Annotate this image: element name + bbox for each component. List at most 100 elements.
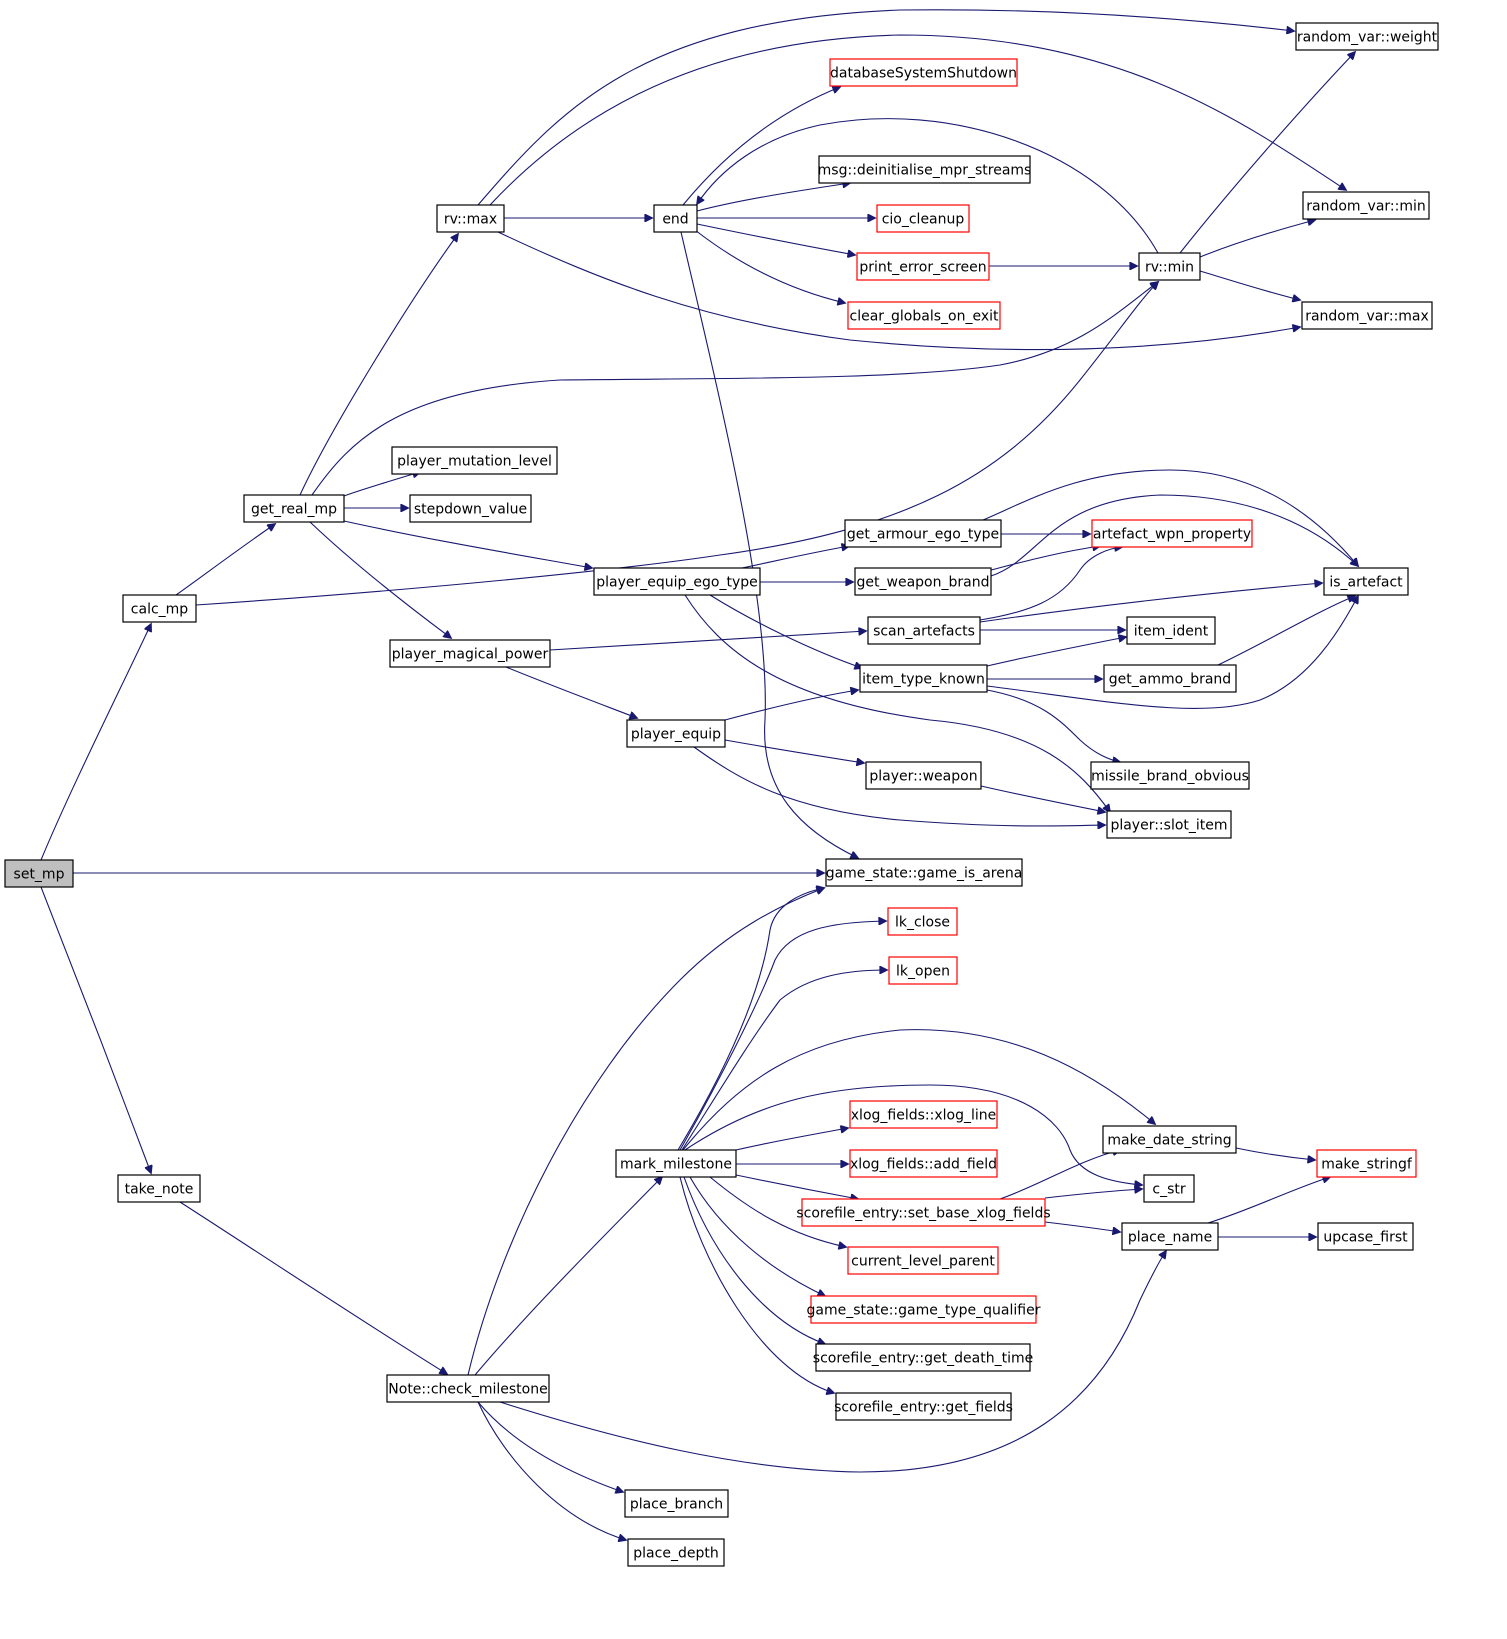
node-current-level-parent[interactable]: current_level_parent (847, 1246, 999, 1275)
node-box[interactable] (243, 494, 345, 523)
node-box[interactable] (626, 719, 726, 748)
node-box[interactable] (854, 567, 992, 596)
node-box[interactable] (1121, 1222, 1219, 1251)
node-box[interactable] (391, 446, 558, 475)
node-make-date-string[interactable]: make_date_string (1102, 1125, 1237, 1154)
node-is-artefact[interactable]: is_artefact (1323, 567, 1409, 596)
node-box[interactable] (825, 858, 1023, 887)
node-box[interactable] (867, 616, 981, 645)
node-place-depth[interactable]: place_depth (627, 1538, 725, 1567)
node-get-weapon-brand[interactable]: get_weapon_brand (854, 567, 992, 596)
node-box[interactable] (1090, 761, 1250, 790)
node-place-name[interactable]: place_name (1121, 1222, 1219, 1251)
node-box[interactable] (1143, 1174, 1195, 1203)
node-upcase-first[interactable]: upcase_first (1317, 1222, 1414, 1251)
node-item-ident[interactable]: item_ident (1126, 616, 1216, 645)
node-box[interactable] (844, 519, 1002, 548)
node-box[interactable] (876, 204, 970, 233)
node-box[interactable] (1126, 616, 1216, 645)
node-box[interactable] (386, 1374, 550, 1403)
node-box[interactable] (849, 1100, 998, 1129)
node-box[interactable] (593, 567, 761, 596)
node-cio-cleanup[interactable]: cio_cleanup (876, 204, 970, 233)
node-random-var-max[interactable]: random_var::max (1301, 301, 1433, 330)
node-box[interactable] (1091, 519, 1253, 548)
node-xlog-line[interactable]: xlog_fields::xlog_line (849, 1100, 998, 1129)
node-box[interactable] (1103, 664, 1237, 693)
node-box[interactable] (1302, 191, 1430, 220)
node-box[interactable] (436, 204, 505, 233)
node-box[interactable] (818, 155, 1031, 184)
node-take-note[interactable]: take_note (117, 1174, 201, 1203)
node-box[interactable] (810, 1295, 1037, 1324)
node-box[interactable] (1106, 810, 1232, 839)
node-lk-close[interactable]: lk_close (887, 907, 958, 936)
node-box[interactable] (1323, 567, 1409, 596)
node-box[interactable] (117, 1174, 201, 1203)
node-make-stringf[interactable]: make_stringf (1316, 1149, 1417, 1178)
node-player-mutation-level[interactable]: player_mutation_level (391, 446, 558, 475)
node-box[interactable] (1316, 1149, 1417, 1178)
node-mark-milestone[interactable]: mark_milestone (615, 1149, 737, 1178)
node-box[interactable] (1317, 1222, 1414, 1251)
node-player-equip[interactable]: player_equip (626, 719, 726, 748)
node-print-error-screen[interactable]: print_error_screen (856, 252, 990, 281)
node-rv-max[interactable]: rv::max (436, 204, 505, 233)
node-random-var-min[interactable]: random_var::min (1302, 191, 1430, 220)
node-calc-mp[interactable]: calc_mp (122, 594, 197, 623)
node-stepdown-value[interactable]: stepdown_value (409, 494, 532, 523)
node-player-magical-power[interactable]: player_magical_power (389, 639, 551, 668)
node-box[interactable] (653, 204, 698, 233)
node-box[interactable] (627, 1538, 725, 1567)
node-player-slot-item[interactable]: player::slot_item (1106, 810, 1232, 839)
node-box[interactable] (888, 956, 958, 985)
node-box[interactable] (122, 594, 197, 623)
node-rv-min[interactable]: rv::min (1138, 252, 1201, 281)
node-get-real-mp[interactable]: get_real_mp (243, 494, 345, 523)
node-check-milestone[interactable]: Note::check_milestone (386, 1374, 550, 1403)
node-box[interactable] (835, 1392, 1012, 1421)
node-box[interactable] (624, 1489, 729, 1518)
node-c-str[interactable]: c_str (1143, 1174, 1195, 1203)
node-box[interactable] (1102, 1125, 1237, 1154)
node-box[interactable] (1295, 22, 1439, 51)
node-lk-open[interactable]: lk_open (888, 956, 958, 985)
node-box[interactable] (856, 252, 990, 281)
node-get-fields[interactable]: scorefile_entry::get_fields (834, 1392, 1013, 1421)
node-get-death-time[interactable]: scorefile_entry::get_death_time (813, 1343, 1033, 1372)
node-random-var-weight[interactable]: random_var::weight (1295, 22, 1439, 51)
node-box[interactable] (847, 1246, 999, 1275)
node-box[interactable] (815, 1343, 1031, 1372)
node-game-type-qualifier[interactable]: game_state::game_type_qualifier (807, 1295, 1041, 1324)
node-item-type-known[interactable]: item_type_known (859, 664, 988, 693)
node-box[interactable] (865, 761, 982, 790)
node-set-mp[interactable]: set_mp (4, 859, 74, 888)
node-msg-deinit[interactable]: msg::deinitialise_mpr_streams (818, 155, 1032, 184)
node-get-ammo-brand[interactable]: get_ammo_brand (1103, 664, 1237, 693)
node-game-is-arena[interactable]: game_state::game_is_arena (825, 858, 1023, 887)
node-player-equip-ego-type[interactable]: player_equip_ego_type (593, 567, 761, 596)
node-box[interactable] (887, 907, 958, 936)
node-box[interactable] (409, 494, 532, 523)
node-box[interactable] (849, 1149, 998, 1178)
node-place-branch[interactable]: place_branch (624, 1489, 729, 1518)
node-box[interactable] (1138, 252, 1201, 281)
node-end[interactable]: end (653, 204, 698, 233)
node-box[interactable] (389, 639, 551, 668)
node-box[interactable] (1301, 301, 1433, 330)
node-get-armour-ego-type[interactable]: get_armour_ego_type (844, 519, 1002, 548)
node-clear-globals-on-exit[interactable]: clear_globals_on_exit (847, 301, 1001, 330)
node-databaseSystemShutdown[interactable]: databaseSystemShutdown (829, 58, 1018, 87)
node-box[interactable] (847, 301, 1001, 330)
node-add-field[interactable]: xlog_fields::add_field (849, 1149, 998, 1178)
node-artefact-wpn-property[interactable]: artefact_wpn_property (1091, 519, 1253, 548)
node-scan-artefacts[interactable]: scan_artefacts (867, 616, 981, 645)
node-box[interactable] (859, 664, 988, 693)
node-missile-brand-obvious[interactable]: missile_brand_obvious (1090, 761, 1250, 790)
node-set-base-xlog-fields[interactable]: scorefile_entry::set_base_xlog_fields (796, 1198, 1051, 1227)
node-player-weapon[interactable]: player::weapon (865, 761, 982, 790)
node-box[interactable] (4, 859, 74, 888)
node-box[interactable] (615, 1149, 737, 1178)
node-box[interactable] (801, 1198, 1046, 1227)
node-box[interactable] (829, 58, 1018, 87)
